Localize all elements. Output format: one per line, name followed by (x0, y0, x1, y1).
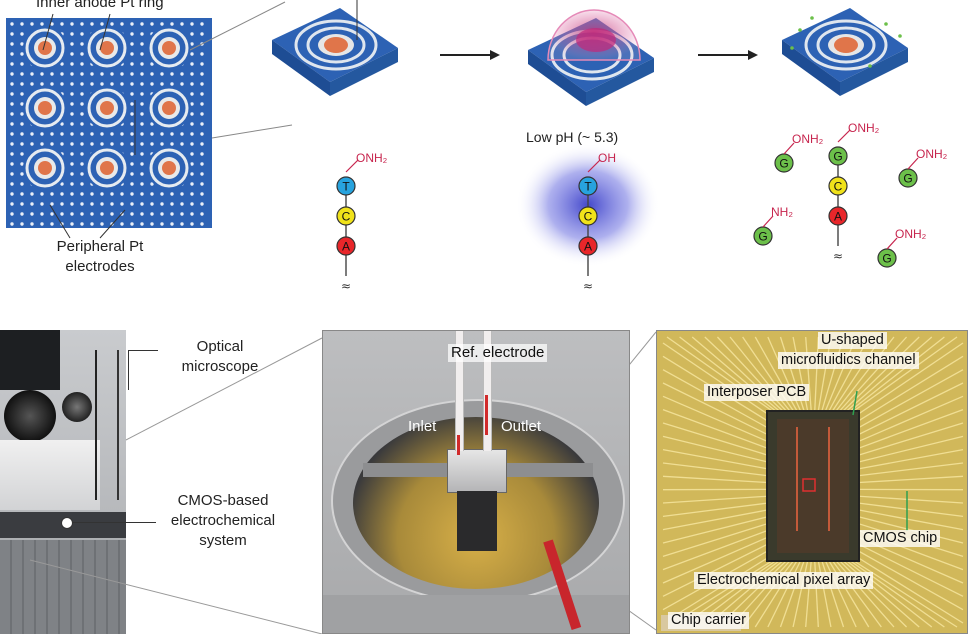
center-electrode (162, 101, 176, 115)
microscope-head (0, 330, 60, 390)
strand-left-base-0 (336, 176, 356, 196)
strand-right-base-2-letter: A (834, 210, 842, 224)
holder-photo (322, 330, 630, 634)
strand-right-base-0 (828, 146, 848, 166)
cmos-chip-label: CMOS chip (860, 530, 941, 547)
strand-left-base-0-letter: T (342, 180, 350, 194)
outer-pt-ring (87, 88, 127, 128)
cmos-pointer (66, 522, 156, 523)
center-electrode (162, 41, 176, 55)
free-g-2-letter: G (903, 172, 912, 186)
cable-bundle (95, 350, 119, 500)
bond-wires (661, 336, 964, 631)
free-g-1-letter: G (758, 230, 767, 244)
strand-left-base-2 (336, 236, 356, 256)
arrow-right-2 (698, 50, 758, 60)
low-ph-label: Low pH (~ 5.3) (526, 129, 619, 145)
free-g-2-group: ONH₂ (916, 147, 948, 161)
strand-left-base-2-letter: A (342, 240, 350, 254)
outer-pt-ring (149, 148, 189, 188)
inner-anode-label: Inner anode Pt ring (36, 0, 164, 11)
outer-pt-ring (149, 28, 189, 68)
outer-pt-ring (25, 88, 65, 128)
strand-mid-group: OH (598, 151, 616, 165)
electrode-array (6, 13, 212, 239)
center-electrode (100, 41, 114, 55)
electrode-tile-3 (782, 8, 908, 96)
optical-table (0, 540, 126, 634)
electrode-tile-2 (528, 9, 654, 106)
center-electrode (162, 161, 176, 175)
u-shaped-label-2: microfluidics channel (778, 352, 919, 369)
peripheral-label-1: Peripheral Pt (56, 238, 144, 255)
ref-electrode-label: Ref. electrode (448, 344, 548, 362)
arrow-right-1 (440, 50, 500, 60)
center-electrode (38, 41, 52, 55)
cmos-label-1: CMOS-based (177, 492, 269, 509)
zoom-line (211, 124, 293, 139)
strand-mid-base-1-letter: C (584, 210, 593, 224)
svg-text:≈: ≈ (833, 249, 843, 263)
svg-text:≈: ≈ (341, 279, 351, 293)
peripheral-label-2: electrodes (65, 258, 135, 275)
schematic-svg: ONH₂ T C A ≈ OH T C A ≈ ONH₂ G C A ≈ G ONH₂ G NH₂ G ONH₂ G ONH… (6, 0, 948, 293)
outlet-label: Outlet (501, 418, 542, 435)
free-g-3-group: ONH₂ (895, 227, 927, 241)
free-g-3-letter: G (882, 252, 891, 266)
chip-window (457, 491, 497, 551)
pixel-array-label: Electrochemical pixel array (694, 572, 874, 589)
cmos-label-2: electrochemical (170, 512, 276, 529)
center-electrode (38, 161, 52, 175)
strand-left-group: ONH₂ (356, 151, 388, 165)
electrode-tile-1 (272, 0, 398, 96)
bottom-plate (323, 595, 629, 633)
strand-mid-base-2 (578, 236, 598, 256)
eyepiece-icon (4, 390, 56, 442)
inlet-label: Inlet (408, 418, 437, 435)
strand-mid-base-1 (578, 206, 598, 226)
center-electrode (100, 161, 114, 175)
microscope-photo (0, 330, 126, 634)
strand-mid-base-0 (578, 176, 598, 196)
strand-right-group: ONH₂ (848, 121, 880, 135)
strand-right-base-2 (828, 206, 848, 226)
free-g-1-group: NH₂ (771, 205, 793, 219)
svg-text:≈: ≈ (583, 279, 593, 293)
free-g-0-group: ONH₂ (792, 132, 824, 146)
strand-mid-base-0-letter: T (584, 180, 592, 194)
tube-inlet (455, 331, 464, 451)
tube-outlet (483, 331, 492, 451)
strand-right-base-1-letter: C (834, 180, 843, 194)
strand-right-base-1 (828, 176, 848, 196)
strand-left-base-1 (336, 206, 356, 226)
zoom-line (189, 1, 286, 51)
strand-left-base-1-letter: C (342, 210, 351, 224)
outer-pt-ring (87, 28, 127, 68)
microscope-pointer (128, 350, 129, 390)
optical-label-1: Optical (196, 338, 244, 355)
outer-pt-ring (149, 88, 189, 128)
inlet-red-arrow (457, 435, 460, 455)
microscope-pointer (128, 350, 158, 351)
outer-pt-ring (87, 148, 127, 188)
center-electrode (38, 101, 52, 115)
chip-carrier-label: Chip carrier (668, 612, 749, 629)
cmos-dot (61, 517, 73, 529)
microscope-body (0, 440, 100, 510)
strand-mid-base-2-letter: A (584, 240, 592, 254)
outer-pt-ring (25, 28, 65, 68)
cmos-label-3: system (199, 532, 247, 549)
outlet-red-arrow (485, 395, 488, 435)
objective (62, 392, 92, 422)
outer-pt-ring (25, 148, 65, 188)
strand-right-base-0-letter: G (833, 150, 842, 164)
u-shaped-label-1: U-shaped (818, 332, 887, 349)
interposer-label: Interposer PCB (704, 384, 810, 401)
free-g-0-letter: G (779, 157, 788, 171)
center-electrode (100, 101, 114, 115)
fluidic-block (447, 449, 507, 493)
optical-label-2: microscope (181, 358, 259, 375)
